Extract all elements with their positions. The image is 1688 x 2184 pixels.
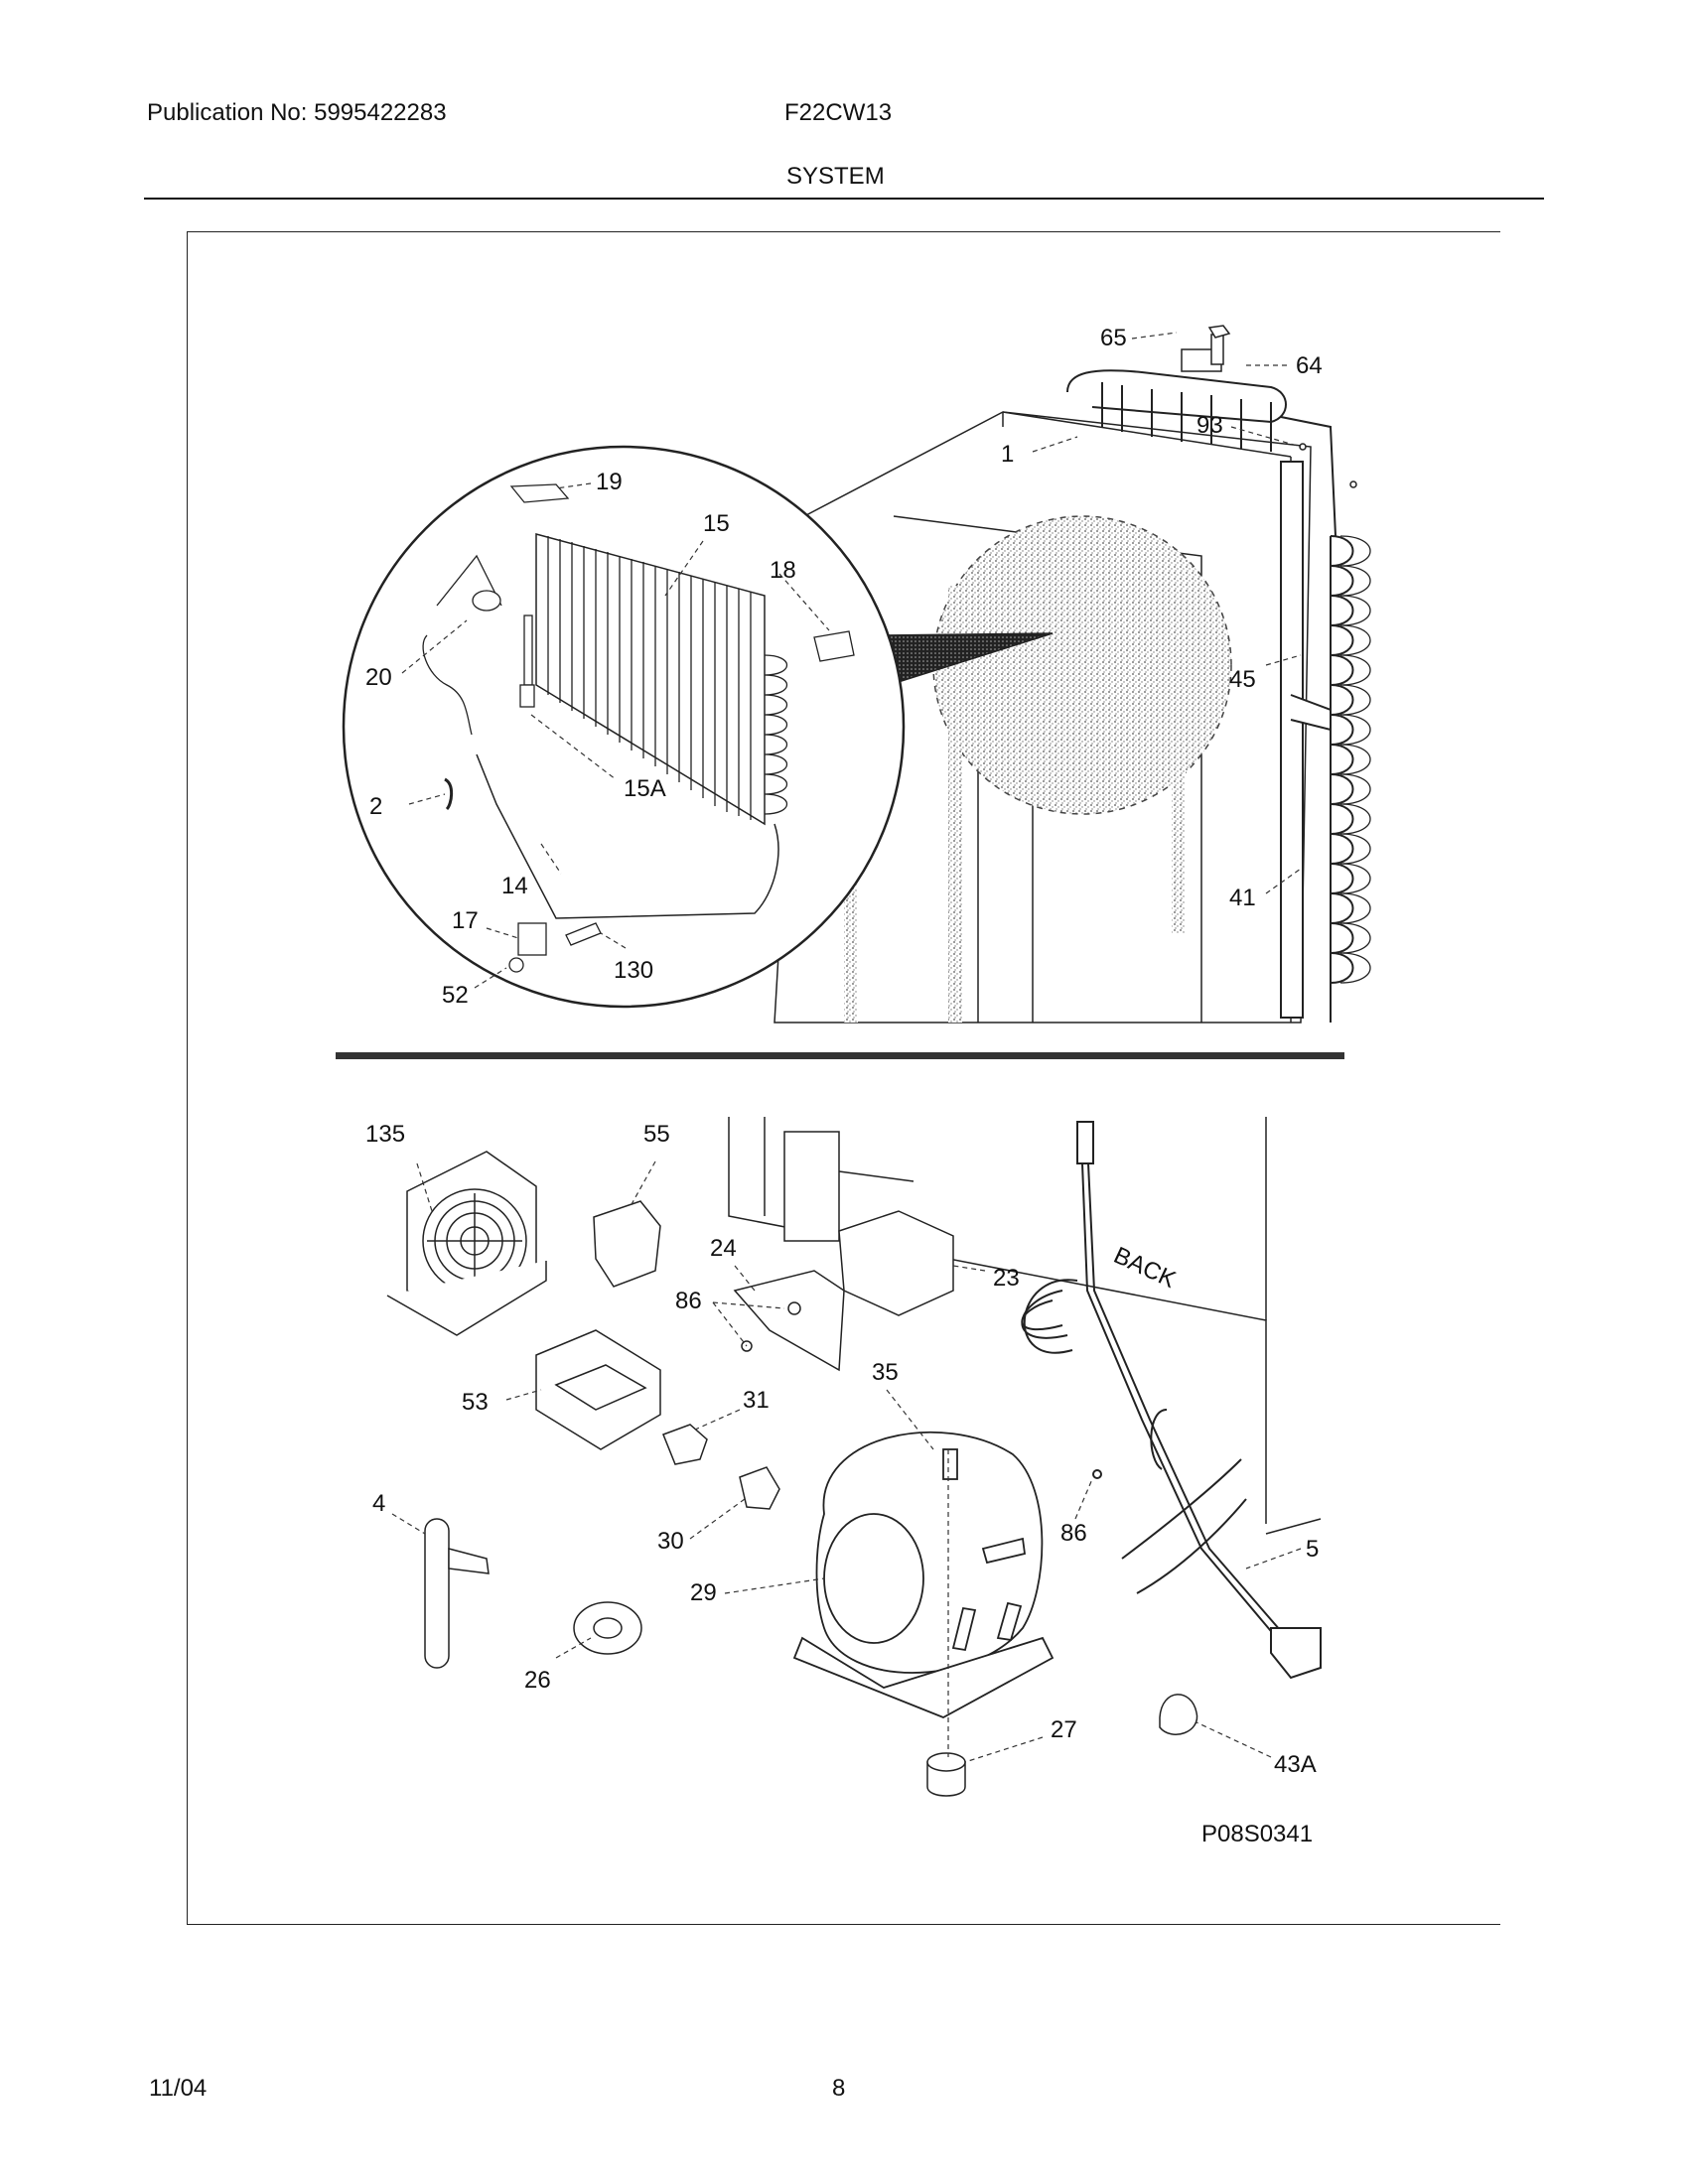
callout-41: 41 [1229,885,1256,911]
timer-and-bracket [733,1210,954,1372]
callout-14: 14 [501,873,528,899]
callout-15A: 15A [624,775,666,802]
callout-86-b: 86 [1060,1520,1087,1547]
start-capacitor [593,1200,661,1288]
callout-53: 53 [462,1389,489,1416]
relay-overload [535,1329,780,1510]
condenser-coil [1066,369,1371,1023]
callout-24: 24 [710,1235,737,1262]
callout-27: 27 [1051,1716,1077,1743]
cold-control-parts [1181,325,1357,488]
callout-65: 65 [1100,325,1127,351]
callout-labels: 65 64 93 1 19 15 18 20 45 15A 2 14 41 17… [365,325,1323,1847]
page-number: 8 [832,2075,846,2102]
callout-35: 35 [872,1359,899,1386]
callout-45: 45 [1229,666,1256,693]
back-label: BACK [1109,1242,1180,1294]
callout-20: 20 [365,664,392,691]
compressor [792,1431,1055,1718]
leader-lines [391,332,1302,1763]
callout-5: 5 [1306,1536,1319,1563]
evaporator-fins [535,533,766,826]
power-cord-harness [1021,1121,1322,1680]
diagram-frame [187,231,1500,1925]
footer-date: 11/04 [149,2075,208,2102]
section-title: SYSTEM [786,163,885,190]
cabinet-assembly [774,411,1312,1024]
callout-93: 93 [1196,412,1223,439]
callout-19: 19 [596,469,623,495]
callout-2: 2 [369,793,382,820]
callout-29: 29 [690,1579,717,1606]
small-lower-parts [424,1518,1198,1797]
callout-31: 31 [743,1387,770,1414]
callout-4: 4 [372,1490,385,1517]
diagram-code: P08S0341 [1201,1821,1313,1847]
condenser-fan [386,1151,547,1336]
callout-64: 64 [1296,352,1323,379]
callout-135: 135 [365,1121,405,1148]
callout-23: 23 [993,1265,1020,1292]
header-rule [144,198,1544,200]
callout-17: 17 [452,907,479,934]
evaporator-detail-circle [342,445,906,1009]
section-divider [336,1052,1344,1059]
publication-number: Publication No: 5995422283 [147,99,447,126]
callout-130: 130 [614,957,653,984]
callout-1: 1 [1001,441,1014,468]
callout-30: 30 [657,1528,684,1555]
callout-18: 18 [770,557,796,584]
callout-55: 55 [643,1121,670,1148]
machine-compartment [728,1117,1322,1535]
callout-26: 26 [524,1667,551,1694]
model-number: F22CW13 [784,99,893,126]
callout-43A: 43A [1274,1751,1317,1778]
callout-86-a: 86 [675,1288,702,1314]
callout-15: 15 [703,510,730,537]
callout-52: 52 [442,982,469,1009]
